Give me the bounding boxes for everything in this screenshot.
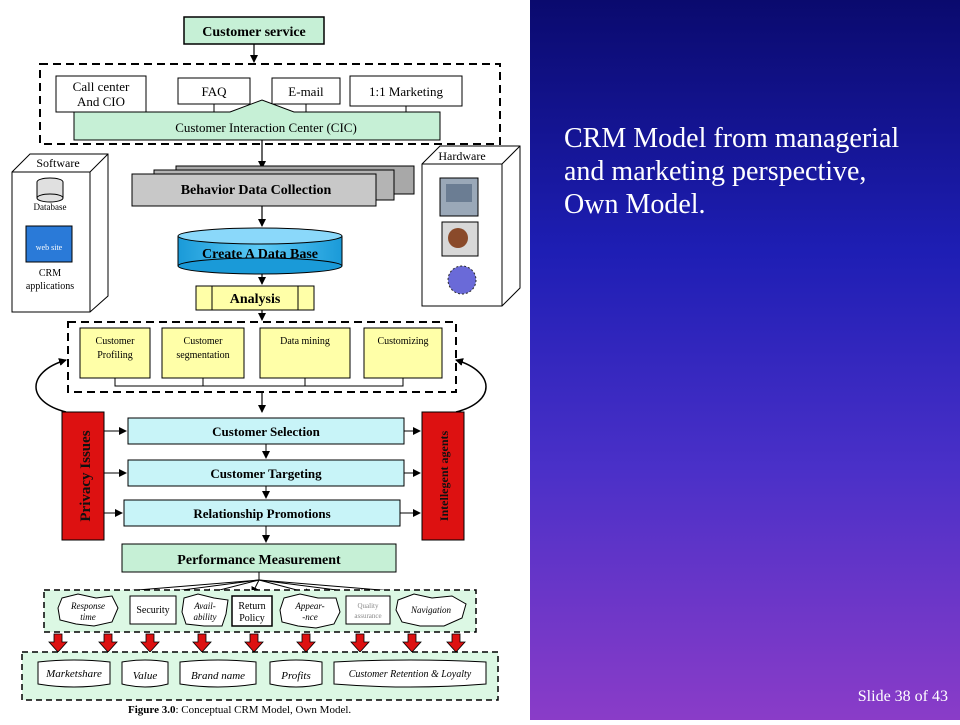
svg-text:Customizing: Customizing xyxy=(377,336,428,347)
svg-text:Create A Data Base: Create A Data Base xyxy=(202,247,318,262)
outcome-retention-loyalty: Customer Retention & Loyalty xyxy=(333,659,487,688)
svg-text:Behavior Data Collection: Behavior Data Collection xyxy=(181,183,332,198)
customer-targeting-node: Customer Targeting xyxy=(127,459,405,487)
svg-text:Value: Value xyxy=(133,670,158,682)
svg-text:Profits: Profits xyxy=(280,670,311,682)
description-line: Own Model. xyxy=(564,189,706,220)
svg-text:ability: ability xyxy=(194,612,217,622)
metric-quality-assurance: Quality assurance xyxy=(345,595,391,625)
metric-response-time: Response time xyxy=(57,593,119,627)
performance-measurement-node: Performance Measurement xyxy=(121,543,397,573)
svg-text:Return: Return xyxy=(238,601,265,612)
outcome-value: Value xyxy=(121,659,169,688)
svg-text:Customer service: Customer service xyxy=(202,25,306,40)
svg-text:Customer: Customer xyxy=(96,336,136,347)
outcome-marketshare: Marketshare xyxy=(37,659,111,688)
svg-text:-nce: -nce xyxy=(302,612,318,622)
analysis-item-profiling: Customer Profiling xyxy=(79,327,151,379)
channels-group xyxy=(39,63,501,145)
svg-text:Profiling: Profiling xyxy=(97,350,133,361)
svg-text:Quality: Quality xyxy=(358,602,379,610)
svg-text:Customer Targeting: Customer Targeting xyxy=(210,466,322,481)
svg-text:Hardware: Hardware xyxy=(438,149,485,163)
slide-label: Slide 38 xyxy=(857,688,911,705)
figure-caption: Figure 3.0: Conceptual CRM Model, Own Mo… xyxy=(128,704,351,716)
analysis-item-data-mining: Data mining xyxy=(259,327,351,379)
network-icon xyxy=(447,265,477,295)
svg-text:Intellegent agents: Intellegent agents xyxy=(437,431,451,522)
customer-service-node: Customer service xyxy=(183,16,325,45)
outcome-profits: Profits xyxy=(269,659,323,688)
hardware-box: Hardware xyxy=(421,145,521,307)
svg-text:Navigation: Navigation xyxy=(410,605,451,615)
svg-text:Analysis: Analysis xyxy=(230,292,281,307)
svg-text:FAQ: FAQ xyxy=(201,84,227,99)
slide-background xyxy=(530,0,960,720)
feedback-loop-left xyxy=(35,358,67,413)
metric-navigation: Navigation xyxy=(395,593,467,627)
svg-text:E-mail: E-mail xyxy=(288,84,324,99)
metric-security: Security xyxy=(129,595,177,625)
relationship-promotions-node: Relationship Promotions xyxy=(123,499,401,527)
svg-text:Customer Interaction Center (C: Customer Interaction Center (CIC) xyxy=(175,120,357,135)
diagram-panel: Customer service Call center And CIO FAQ… xyxy=(11,16,521,716)
channel-one-to-one-marketing: 1:1 Marketing xyxy=(349,75,463,107)
metric-return-policy: Return Policy xyxy=(231,595,273,627)
analysis-item-segmentation: Customer segmentation xyxy=(161,327,245,379)
svg-text:web site: web site xyxy=(36,243,63,252)
metric-appearance: Appear- -nce xyxy=(279,593,341,629)
analysis-item-customizing: Customizing xyxy=(363,327,443,379)
customer-selection-node: Customer Selection xyxy=(127,417,405,445)
svg-text:time: time xyxy=(80,612,96,622)
svg-text:Privacy Issues: Privacy Issues xyxy=(78,430,94,521)
svg-text:Call center: Call center xyxy=(73,79,130,94)
analysis-node: Analysis xyxy=(195,285,315,311)
svg-text:Security: Security xyxy=(136,605,169,616)
svg-text:Customer Selection: Customer Selection xyxy=(212,424,320,439)
cic-node: Customer Interaction Center (CIC) xyxy=(73,99,441,141)
crm-model-diagram: Customer service Call center And CIO FAQ… xyxy=(11,16,521,716)
svg-text:CRM: CRM xyxy=(39,268,61,279)
svg-text:Avail-: Avail- xyxy=(193,601,216,611)
slide-description: CRM Model from managerial and marketing … xyxy=(564,122,954,221)
slide-of-label: of xyxy=(914,688,928,705)
slide-total: 43 xyxy=(932,688,948,705)
metric-availability: Avail- ability xyxy=(181,593,229,627)
software-box: Software Database web site CRM applicati… xyxy=(11,153,109,313)
description-line: CRM Model from managerial xyxy=(564,123,900,154)
intelligent-agents-bar: Intellegent agents xyxy=(421,411,465,541)
svg-text:applications: applications xyxy=(26,281,74,292)
svg-text:Marketshare: Marketshare xyxy=(45,668,102,680)
svg-text:Performance Measurement: Performance Measurement xyxy=(177,553,341,568)
channel-call-center: Call center And CIO xyxy=(55,75,147,113)
svg-text:segmentation: segmentation xyxy=(176,350,229,361)
svg-text:Response: Response xyxy=(70,601,105,611)
red-down-arrows xyxy=(48,633,466,653)
svg-text:Data mining: Data mining xyxy=(280,336,330,347)
svg-text:Software: Software xyxy=(36,156,79,170)
svg-text:Policy: Policy xyxy=(239,613,265,624)
svg-text:And CIO: And CIO xyxy=(77,94,125,109)
feedback-loop-right xyxy=(455,358,487,413)
slide-number: Slide 38 of 43 xyxy=(858,688,948,706)
website-icon xyxy=(25,225,73,263)
description-line: and marketing perspective, xyxy=(564,156,867,187)
svg-text:Relationship Promotions: Relationship Promotions xyxy=(193,506,330,521)
svg-text:assurance: assurance xyxy=(354,612,381,620)
channel-faq: FAQ xyxy=(177,77,251,105)
svg-text:Customer: Customer xyxy=(184,336,224,347)
behavior-data-collection-node: Behavior Data Collection xyxy=(131,165,415,207)
outcome-brand-name: Brand name xyxy=(179,659,257,688)
create-database-node: Create A Data Base xyxy=(177,227,343,275)
svg-text:Appear-: Appear- xyxy=(294,601,324,611)
privacy-issues-bar: Privacy Issues xyxy=(61,411,105,541)
svg-text:1:1 Marketing: 1:1 Marketing xyxy=(369,84,444,99)
channel-email: E-mail xyxy=(271,77,341,105)
svg-text:Brand name: Brand name xyxy=(191,670,245,682)
svg-text:Customer Retention & Loyalty: Customer Retention & Loyalty xyxy=(349,669,472,680)
svg-text:Database: Database xyxy=(34,202,67,212)
